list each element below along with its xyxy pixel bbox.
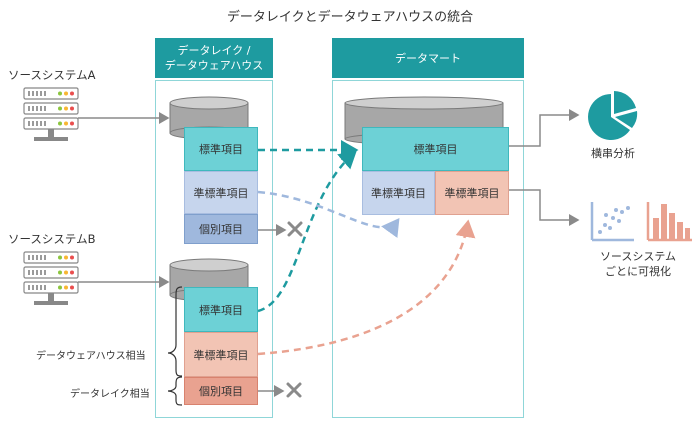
lake-a-standard-item: 標準項目 xyxy=(184,127,258,171)
arrow-to-analysis xyxy=(509,109,580,147)
viz-label: ソースシステム ごとに可視化 xyxy=(586,249,690,279)
lake-a-semi-standard-item: 準標準項目 xyxy=(184,171,258,214)
mart-standard-item: 標準項目 xyxy=(362,127,509,171)
bracket-dwh xyxy=(167,286,183,377)
bracket-lake-label: データレイク相当 xyxy=(70,389,150,400)
flow-semi-standard-a xyxy=(257,190,400,239)
viz-label-line2: ごとに可視化 xyxy=(605,265,671,278)
lake-header-line1: データレイク / xyxy=(177,44,251,57)
server-a-icon xyxy=(23,87,79,141)
mart-semi-standard-b-item: 準標準項目 xyxy=(435,171,509,215)
source-b-label: ソースシステムB xyxy=(8,232,96,246)
cross-analysis-label: 横串分析 xyxy=(591,147,635,160)
lake-header-line2: データウェアハウス xyxy=(164,59,264,72)
lake-a-individual-item: 個別項目 xyxy=(184,214,258,244)
lake-column-header: データレイク / データウェアハウス xyxy=(155,38,273,78)
bracket-lake xyxy=(167,376,183,406)
bar-chart-icon xyxy=(646,202,692,242)
flow-semi-standard-b xyxy=(257,219,476,356)
lake-column-frame xyxy=(155,80,273,418)
mart-column-header: データマート xyxy=(332,38,524,78)
source-a-label: ソースシステムA xyxy=(8,68,96,82)
viz-label-line1: ソースシステム xyxy=(599,250,677,263)
diagram-title: データレイクとデータウェアハウスの統合 xyxy=(226,10,474,25)
flow-standard-b xyxy=(257,150,357,313)
arrow-to-viz xyxy=(509,189,580,226)
lake-b-standard-item: 標準項目 xyxy=(184,287,258,332)
lake-b-semi-standard-item: 準標準項目 xyxy=(184,332,258,377)
lake-b-individual-item: 個別項目 xyxy=(184,377,258,405)
pie-chart-icon xyxy=(588,91,638,140)
bracket-dwh-label: データウェアハウス相当 xyxy=(36,351,146,362)
mart-semi-standard-a-item: 準標準項目 xyxy=(362,171,435,215)
mart-column-frame xyxy=(332,80,524,418)
scatter-plot-icon xyxy=(590,202,634,242)
server-b-icon xyxy=(23,251,79,305)
close-icon xyxy=(287,221,303,237)
close-icon xyxy=(286,382,302,398)
